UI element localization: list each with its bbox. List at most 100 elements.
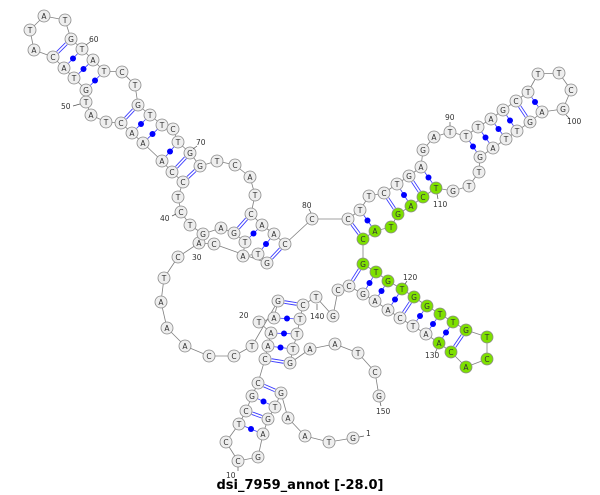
nucleotide-letter: A [259, 221, 265, 230]
nucleotide-29: C [171, 250, 185, 264]
nucleotide-6: T [268, 400, 282, 414]
gc-pair-line [386, 198, 394, 210]
nucleotide-letter: A [271, 230, 277, 239]
nucleotide-circle [433, 307, 447, 321]
nucleotide-circle [245, 389, 259, 403]
nucleotide-132: T [406, 319, 420, 333]
nucleotide-19: T [252, 315, 266, 329]
nucleotide-letter: A [158, 298, 164, 307]
nucleotide-letter: A [41, 12, 47, 21]
nucleotide-59: G [64, 32, 78, 46]
backbone [29, 15, 572, 462]
nucleotide-letter: A [260, 430, 266, 439]
nucleotide-letter: T [463, 132, 469, 141]
gc-pair-line [353, 269, 361, 282]
nucleotide-104: T [499, 132, 513, 146]
nucleotide-letter: T [447, 128, 453, 137]
nucleotide-27: A [154, 295, 168, 309]
nucleotide-letter: T [503, 135, 509, 144]
gc-pair-line [350, 224, 359, 235]
nucleotide-circle [183, 218, 197, 232]
nucleotide-circle [298, 429, 312, 443]
nucleotide-circle [251, 247, 265, 261]
nucleotide-113: G [391, 207, 405, 221]
gc-pair-line [251, 414, 262, 419]
nucleotide-21: G [271, 294, 285, 308]
nucleotide-circle [236, 249, 250, 263]
nucleotide-letter: A [140, 139, 146, 148]
nucleotide-circle [384, 220, 398, 234]
nucleotide-circle [328, 337, 342, 351]
nucleotide-93: A [484, 112, 498, 126]
nucleotide-31: C [207, 237, 221, 251]
nucleotide-letter: C [119, 68, 124, 77]
nucleotide-circle [471, 120, 485, 134]
nucleotide-letter: T [394, 180, 400, 189]
nucleotide-142: T [293, 312, 307, 326]
position-label-80: 80 [302, 201, 312, 210]
nucleotide-circle [46, 50, 60, 64]
nucleotide-letter: A [436, 339, 442, 348]
nucleotide-45: A [136, 136, 150, 150]
nucleotide-letter: C [231, 352, 236, 361]
nucleotide-circle [79, 83, 93, 97]
gc-pair-line [56, 42, 66, 52]
nucleotide-letter: G [477, 153, 483, 162]
nucleotide-letter: T [399, 285, 405, 294]
nucleotide-circle [521, 85, 535, 99]
nucleotide-81: C [341, 212, 355, 226]
nucleotide-letter: C [169, 168, 174, 177]
nucleotide-letter: A [463, 363, 469, 372]
nucleotide-letter: C [345, 215, 350, 224]
position-tick [192, 145, 198, 150]
nucleotide-letter: A [408, 202, 414, 211]
nucleotide-letter: C [206, 352, 211, 361]
pair-dot [430, 321, 436, 327]
nucleotide-letter: T [252, 191, 258, 200]
nucleotide-24: C [202, 349, 216, 363]
nucleotide-circle [341, 212, 355, 226]
nucleotide-circle [391, 207, 405, 221]
position-label-10: 10 [226, 471, 236, 480]
nucleotide-letter: G [249, 392, 255, 401]
nucleotide-circle [372, 389, 386, 403]
nucleotide-11: C [219, 435, 233, 449]
nucleotide-letter: T [214, 157, 220, 166]
nucleotide-circle [155, 154, 169, 168]
nucleotide-letter: A [182, 342, 188, 351]
nucleotide-14: G [245, 389, 259, 403]
nucleotide-26: A [160, 321, 174, 335]
nucleotide-circle [407, 290, 421, 304]
nucleotide-circle [342, 279, 356, 293]
nucleotide-letter: G [527, 118, 533, 127]
nucleotide-letter: C [178, 208, 183, 217]
pair-dot [392, 296, 398, 303]
gc-pair-line [453, 334, 462, 347]
pair-dot [425, 174, 432, 181]
nucleotide-96: T [521, 85, 535, 99]
nucleotide-letter: G [560, 105, 566, 114]
nucleotide-letter: T [525, 88, 531, 97]
nucleotide-letter: G [406, 172, 412, 181]
gc-pair-line [271, 360, 284, 364]
nucleotide-circle [75, 42, 89, 56]
nucleotide-circle [281, 411, 295, 425]
nucleotide-47: C [114, 116, 128, 130]
nucleotide-letter: A [539, 108, 545, 117]
nucleotide-119: G [381, 274, 395, 288]
position-tick [358, 435, 365, 438]
nucleotide-letter: A [90, 56, 96, 65]
pair-dot [281, 330, 287, 337]
nucleotide-82: T [353, 203, 367, 217]
gc-pair-line [270, 247, 280, 258]
nucleotide-126: T [480, 330, 494, 344]
nucleotide-letter: T [514, 127, 520, 136]
pair-dot [284, 315, 290, 322]
nucleotide-55: A [27, 43, 41, 57]
nucleotide-circle [429, 181, 443, 195]
nucleotide-89: A [427, 130, 441, 144]
nucleotide-letter: G [265, 415, 271, 424]
nucleotide-130: A [432, 336, 446, 350]
nucleotide-letter: T [242, 238, 248, 247]
nucleotide-circle [552, 66, 566, 80]
